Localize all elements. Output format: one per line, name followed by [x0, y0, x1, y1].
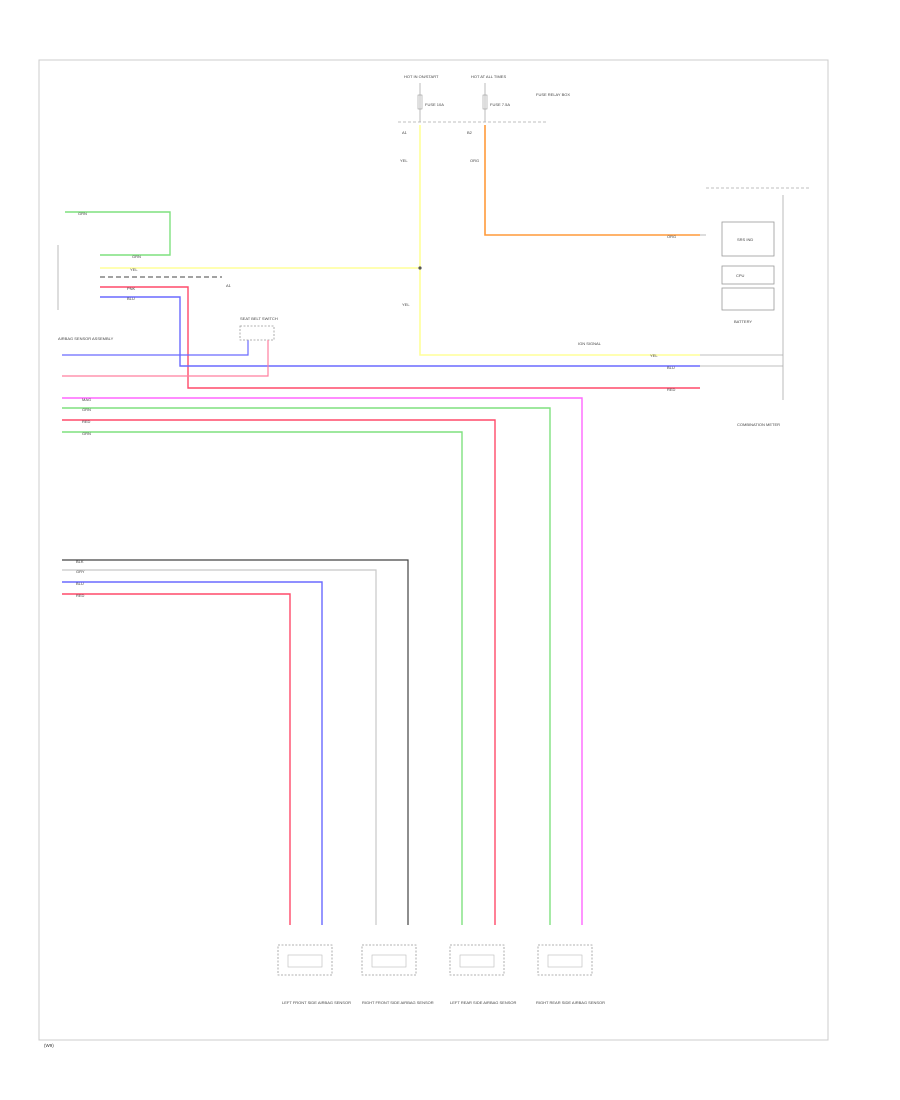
label-meter-yel: YEL — [650, 353, 658, 358]
label-ecu-yel: YEL — [130, 267, 138, 272]
label-left-yel: YEL — [402, 302, 410, 307]
wire-l2-gray — [62, 569, 377, 925]
label-l2: GRY — [76, 569, 85, 574]
fuse-a-title: HOT IN ON/START — [404, 74, 439, 79]
label-ecu-connector: A1 — [226, 283, 232, 288]
label-m3: RED — [82, 419, 91, 424]
seat-belt-switch-name: SEAT BELT SWITCH — [240, 316, 278, 321]
fuse-a-pin: A1 — [402, 130, 408, 135]
wire-l1-black — [62, 559, 409, 925]
wire-orange-feed — [484, 125, 700, 236]
sensor-right-front: RIGHT FRONT SIDE AIRBAG SENSOR — [361, 944, 434, 1005]
wire-m4-green — [62, 431, 463, 925]
label-m2: GRN — [82, 407, 91, 412]
wire-m3-red — [62, 419, 496, 925]
meter-box-srs: SRS IND — [737, 237, 753, 242]
label-ecu-pnk: PNK — [127, 286, 136, 291]
sensor-4-label: RIGHT REAR SIDE AIRBAG SENSOR — [536, 1000, 605, 1005]
label-fuse-b-wire: ORG — [470, 158, 479, 163]
wire-m2-green — [62, 407, 551, 925]
label-fuse-a-wire: YEL — [400, 158, 408, 163]
seat-belt-switch: SEAT BELT SWITCH — [62, 316, 278, 377]
label-meter-red: RED — [667, 387, 676, 392]
junction-yellow — [418, 266, 422, 270]
wire-blue-ecu-2 — [62, 340, 249, 356]
fuse-b-rating: FUSE 7.5A — [490, 102, 510, 107]
fuse-a: HOT IN ON/START FUSE 10A A1 — [402, 74, 444, 135]
diagram-frame — [38, 59, 829, 1041]
label-l1: BLK — [76, 559, 84, 564]
wire-m1-magenta — [62, 397, 583, 925]
label-top-green: GRN — [78, 211, 87, 216]
fuse-b-pin: B2 — [467, 130, 473, 135]
label-ecu-blu: BLU — [127, 296, 135, 301]
sensor-1-label: LEFT FRONT SIDE AIRBAG SENSOR — [282, 1000, 351, 1005]
sensor-3-label: LEFT REAR SIDE AIRBAG SENSOR — [450, 1000, 517, 1005]
sensor-left-rear: LEFT REAR SIDE AIRBAG SENSOR — [449, 944, 517, 1005]
bus-label: IGN SIGNAL — [578, 341, 602, 346]
meter-box-cpu: CPU — [736, 273, 745, 278]
label-ecu-grn: GRN — [132, 254, 141, 259]
fuse-b: HOT AT ALL TIMES FUSE 7.5A B2 FUSE RELAY… — [467, 74, 570, 135]
footer-code: (W9) — [44, 1043, 54, 1048]
label-meter-blu: BLU — [667, 365, 675, 370]
fuse-b-title: HOT AT ALL TIMES — [471, 74, 506, 79]
label-l3: BLU — [76, 581, 84, 586]
wire-pink-ecu — [100, 286, 700, 389]
sensor-left-front: LEFT FRONT SIDE AIRBAG SENSOR — [277, 944, 351, 1005]
fuse-relay-box-note: FUSE RELAY BOX — [536, 92, 570, 97]
sensor-2-label: RIGHT FRONT SIDE AIRBAG SENSOR — [362, 1000, 434, 1005]
ecu-name: AIRBAG SENSOR ASSEMBLY — [58, 336, 114, 341]
wire-yellow-feed — [419, 125, 700, 356]
label-l4: RED — [76, 593, 85, 598]
wire-l3-blue — [62, 581, 323, 925]
wire-blue-ecu — [100, 296, 700, 367]
wire-l4-red — [62, 593, 291, 925]
meter-name: COMBINATION METER — [737, 422, 780, 427]
fuse-a-rating: FUSE 10A — [425, 102, 444, 107]
wire-green-top — [65, 211, 171, 256]
meter-box-battery: BATTERY — [734, 319, 752, 324]
label-meter-org: ORG — [667, 234, 676, 239]
combination-meter: SRS IND CPU BATTERY COMBINATION METER — [706, 187, 810, 427]
label-m4: GRN — [82, 431, 91, 436]
sensor-right-rear: RIGHT REAR SIDE AIRBAG SENSOR — [536, 944, 605, 1005]
label-m1: MAG — [82, 397, 91, 402]
